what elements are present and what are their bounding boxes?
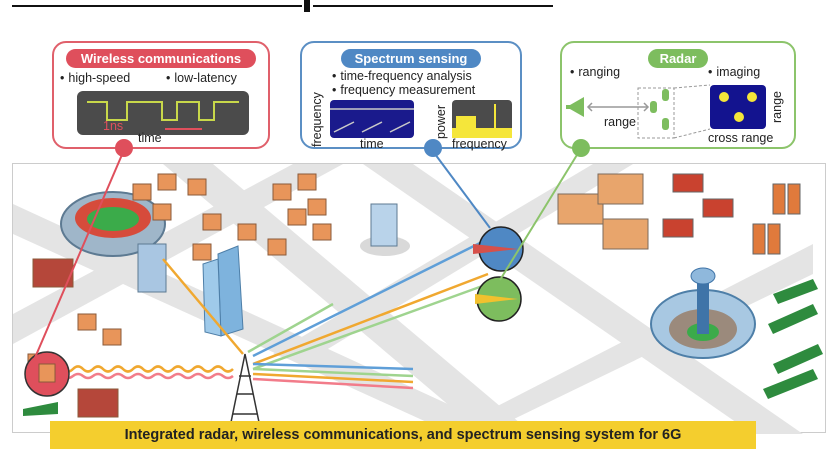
radar-horn-icon [566,97,584,117]
time-axis-label: time [360,137,384,151]
bullet-time-frequency: time-frequency analysis [332,69,471,83]
city-illustration [13,164,823,434]
pulse-width-label: 1ns [103,119,124,133]
panel-title: Spectrum sensing [341,49,481,68]
range-label: range [604,115,636,129]
frequency-axis-label-x: frequency [452,137,507,151]
wireless-target-circle [24,351,70,397]
signal-waves [52,237,489,390]
city-scene [12,163,826,434]
caption-banner: Integrated radar, wireless communication… [50,421,756,449]
spectrum-connector-knob [424,139,442,157]
houses [662,173,801,255]
time-axis-label: time [138,131,162,145]
chirp-lines [330,108,414,133]
spectrum-bars [452,104,512,138]
ranging-diagram [566,84,711,139]
radar-connector [499,149,581,281]
spectrum-connector [431,149,491,229]
radar-connector-knob [572,139,590,157]
wireless-connector [33,149,125,361]
wireless-communications-panel: Wireless communications high-speed low-l… [52,41,270,149]
bullet-low-latency: low-latency [166,71,237,85]
factories [557,173,649,250]
stadium [60,191,166,257]
buildings [27,173,332,418]
power-spectrum-plot [452,100,512,138]
range-axis-label: range [770,91,784,123]
time-frequency-plot [330,100,414,138]
top-rule-marker [304,0,310,12]
target-points [719,92,757,122]
top-rule-right [313,5,553,7]
round-building [360,203,410,256]
wireless-connector-knob [115,139,133,157]
spectrum-sensing-panel: Spectrum sensing time-frequency analysis… [300,41,522,151]
power-axis-label: power [434,104,448,139]
cross-range-label: cross range [708,131,774,145]
bullet-frequency-measurement: frequency measurement [332,83,475,97]
trees [23,279,823,416]
pulse-waveform-plot: 1ns [77,91,249,135]
office-building [137,243,244,337]
bullet-imaging: imaging [708,65,760,79]
panel-title: Radar [648,49,708,68]
panel-title: Wireless communications [66,49,256,68]
bullet-ranging: ranging [570,65,620,79]
frequency-axis-label: frequency [310,92,324,147]
bullet-high-speed: high-speed [60,71,130,85]
airport [650,267,756,359]
top-rule-left [12,5,302,7]
pulse-waveform [87,101,239,130]
radar-panel: Radar ranging imaging range range cross … [560,41,796,149]
radar-image-plot [710,85,766,129]
radar-target-circle [475,276,522,322]
